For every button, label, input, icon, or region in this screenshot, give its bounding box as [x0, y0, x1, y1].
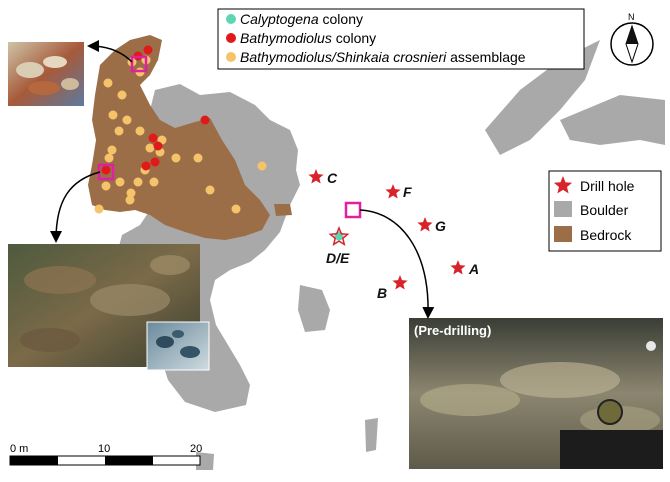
- pre-drilling-label: (Pre-drilling): [414, 323, 491, 338]
- calyptogena-dot: [334, 231, 344, 241]
- legend-bathymodiolus-label: Bathymodiolus colony: [240, 30, 376, 46]
- drill-label-a: A: [468, 261, 479, 277]
- photo-inset-pre-drilling: [409, 318, 663, 469]
- drill-label-f: F: [403, 184, 412, 200]
- legend-drill-star-icon: [553, 176, 573, 194]
- legend-top: Calyptogena colony Bathymodiolus colony …: [217, 8, 585, 70]
- drill-star-b: [390, 272, 410, 292]
- scale-label-20: 20: [190, 443, 202, 455]
- legend-assemblage-label: Bathymodiolus/Shinkaia crosnieri assembl…: [240, 49, 526, 65]
- drill-hole-labels: C F G A B D/E: [326, 170, 479, 301]
- compass: N: [610, 12, 654, 66]
- legend-calyptogena-label: Calyptogena colony: [240, 11, 363, 27]
- legend-boulder-label: Boulder: [580, 202, 629, 218]
- drill-label-b: B: [377, 285, 387, 301]
- scale-label-10: 10: [98, 443, 110, 455]
- legend-boulder-swatch: [554, 201, 572, 217]
- drill-star-c: [306, 166, 326, 186]
- photo-inset-top-left: [8, 42, 84, 106]
- connector-arrows: [50, 40, 435, 319]
- legend-right: Drill hole Boulder Bedrock: [548, 170, 662, 252]
- bedrock-areas: [88, 35, 292, 240]
- scale-bar: 0 m 10 20: [9, 443, 202, 466]
- drill-star-f: [383, 181, 403, 201]
- drill-star-de: [328, 225, 350, 247]
- assemblage-dots: [94, 55, 267, 214]
- drill-label-de: D/E: [326, 250, 350, 266]
- scale-label-0: 0 m: [10, 443, 28, 455]
- drill-star-a: [448, 257, 468, 277]
- legend-calyptogena-swatch: [226, 14, 236, 24]
- drill-label-c: C: [327, 170, 338, 186]
- legend-assemblage-swatch: [226, 52, 236, 62]
- legend-bedrock-swatch: [554, 226, 572, 242]
- drill-label-g: G: [435, 218, 446, 234]
- drill-star-g: [415, 214, 435, 234]
- compass-north-label: N: [628, 12, 635, 22]
- legend-bathymodiolus-swatch: [226, 33, 236, 43]
- legend-drill-hole-label: Drill hole: [580, 178, 635, 194]
- drill-hole-stars: [306, 166, 468, 292]
- north-arrow-icon: [626, 26, 638, 44]
- photo-inset-small: [146, 321, 210, 371]
- legend-bedrock-label: Bedrock: [580, 227, 632, 243]
